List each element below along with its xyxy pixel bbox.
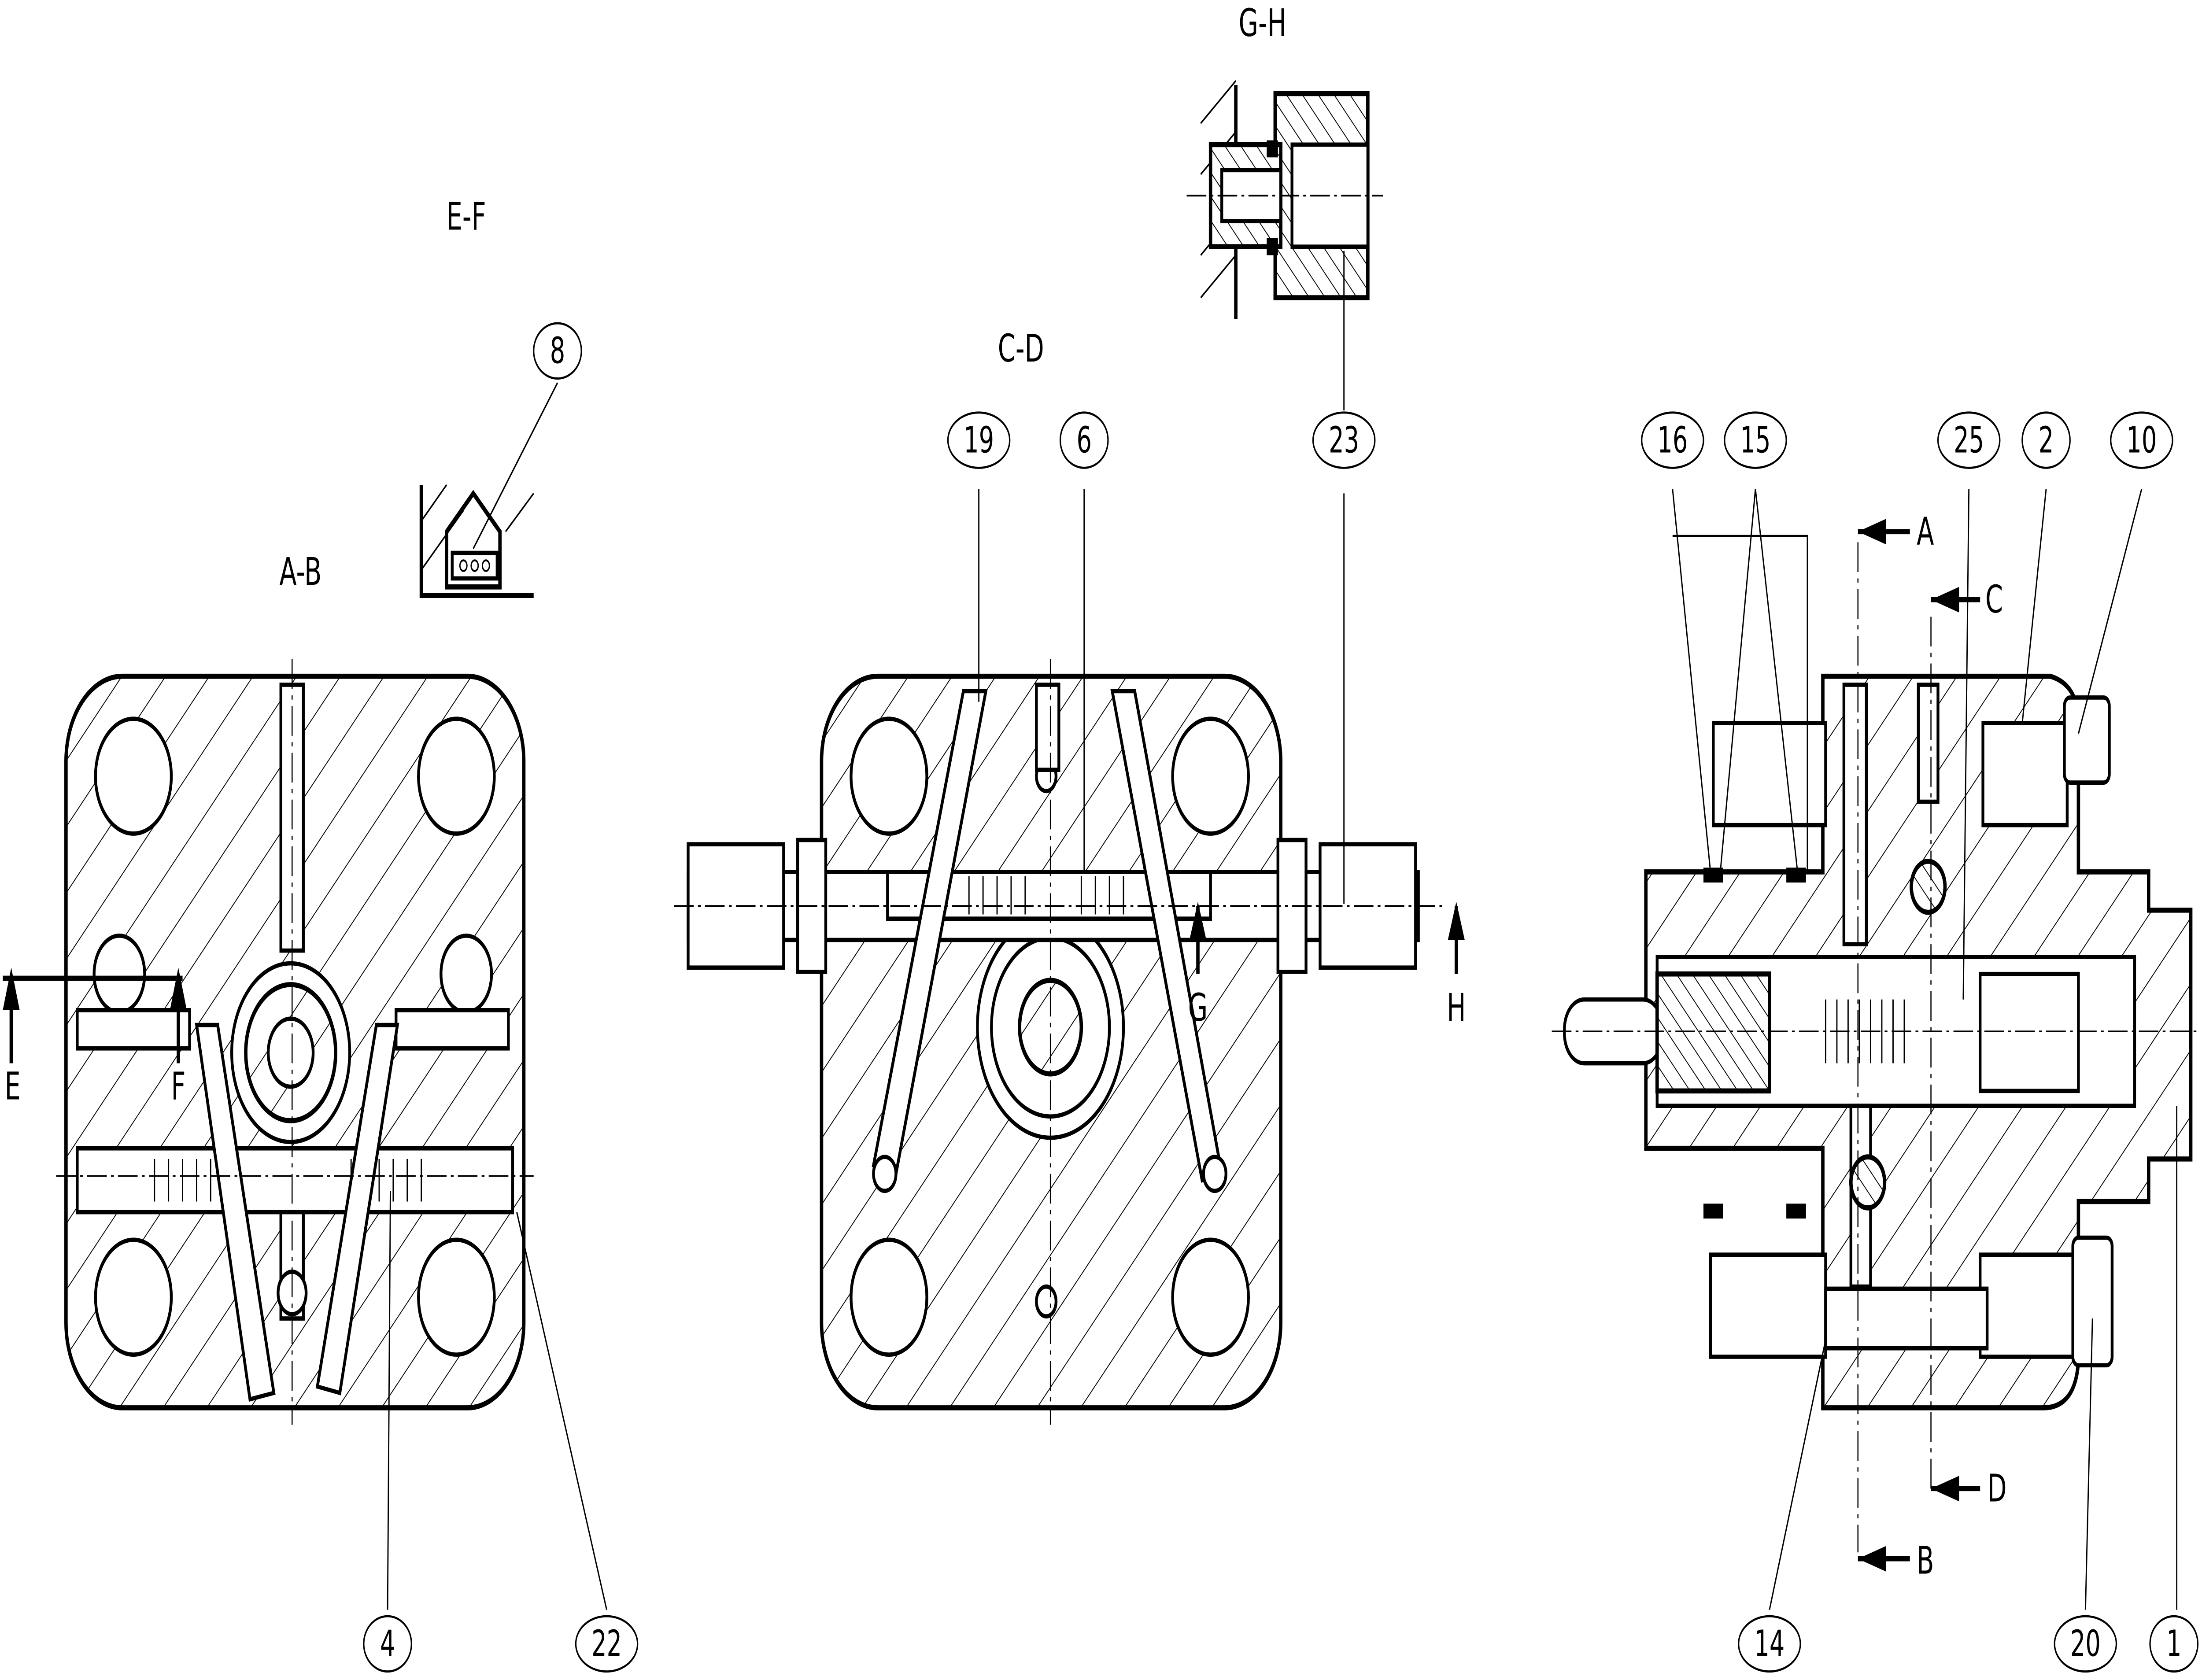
callout-20: 20 (2070, 1623, 2101, 1665)
section-markers: E F G H A C D B (3, 510, 2007, 1583)
callouts: 8 19 6 23 16 15 25 2 10 4 22 14 20 1 (363, 322, 2199, 1673)
callout-1: 1 (2166, 1623, 2181, 1665)
section-mark-a: A (1917, 510, 1934, 554)
callout-4: 4 (380, 1623, 395, 1665)
section-mark-b: B (1917, 1539, 1934, 1583)
callout-6: 6 (1076, 419, 1091, 462)
detail-view-ef (419, 382, 558, 598)
section-view-cd (674, 489, 1447, 1425)
callout-15: 15 (1740, 419, 1770, 462)
view-title-cd: C-D (998, 327, 1044, 371)
callout-8: 8 (550, 330, 565, 372)
section-mark-d: D (1987, 1466, 2006, 1510)
callout-22: 22 (591, 1623, 622, 1665)
section-mark-h: H (1447, 986, 1466, 1030)
view-title-gh: G-H (1239, 1, 1286, 45)
section-mark-c: C (1985, 578, 2003, 622)
callout-23: 23 (1329, 419, 1359, 462)
section-view-main (1552, 488, 2198, 1610)
section-mark-e: E (5, 1065, 21, 1109)
callout-16: 16 (1657, 419, 1688, 462)
view-title-ab: A-B (279, 550, 321, 594)
detail-view-gh (1186, 80, 1383, 411)
view-title-ef: E-F (447, 195, 486, 239)
callout-25: 25 (1954, 419, 1984, 462)
section-mark-g: G (1188, 986, 1208, 1030)
callout-19: 19 (964, 419, 994, 462)
callout-2: 2 (2039, 419, 2054, 462)
callout-10: 10 (2126, 419, 2157, 462)
callout-14: 14 (1754, 1623, 1785, 1665)
section-view-ab (56, 659, 607, 1610)
section-mark-f: F (171, 1065, 185, 1109)
